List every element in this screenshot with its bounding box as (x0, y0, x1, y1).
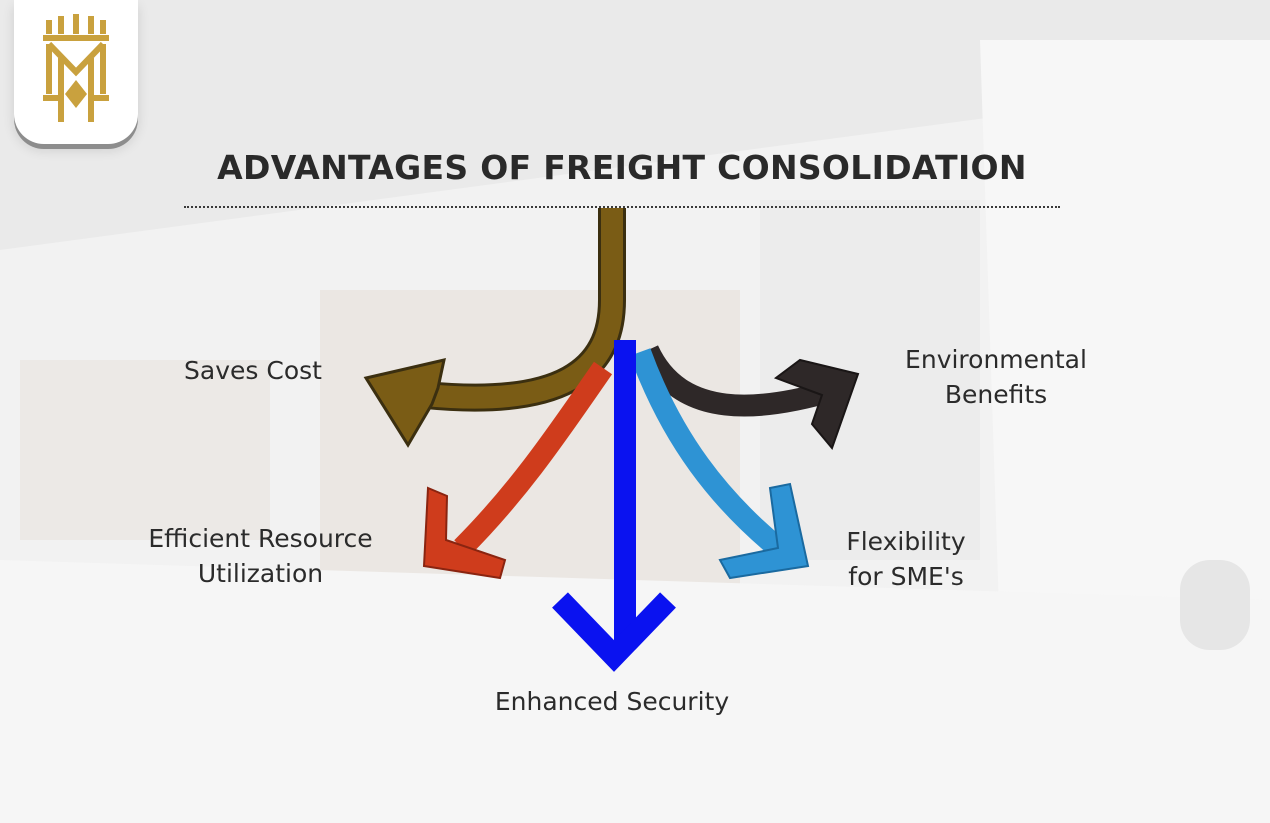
label-line: Utilization (197, 559, 324, 588)
title-divider (184, 206, 1060, 208)
label-environmental-benefits: Environmental Benefits (880, 342, 1112, 412)
label-line: Efficient Resource (148, 524, 373, 553)
enhanced-security-arrow (552, 340, 676, 672)
logo-card (14, 0, 138, 144)
label-efficient-resource-utilization: Efficient Resource Utilization (118, 521, 403, 591)
efficient-resource-arrow (422, 361, 613, 580)
saves-cost-arrow (363, 208, 626, 448)
environmental-benefits-arrow (638, 345, 860, 450)
label-enhanced-security: Enhanced Security (462, 684, 762, 719)
label-line: Saves Cost (184, 356, 322, 385)
crown-monogram-logo (43, 14, 109, 122)
label-line: Enhanced Security (494, 687, 730, 716)
label-line: for SME's (848, 562, 964, 591)
label-saves-cost: Saves Cost (170, 353, 336, 388)
page-title: ADVANTAGES OF FREIGHT CONSOLIDATION (217, 148, 1027, 187)
label-line: Flexibility (846, 527, 966, 556)
label-flexibility-for-smes: Flexibility for SME's (826, 524, 986, 594)
label-line: Benefits (944, 380, 1048, 409)
flexibility-arrow (629, 348, 810, 580)
label-line: Environmental (905, 345, 1087, 374)
